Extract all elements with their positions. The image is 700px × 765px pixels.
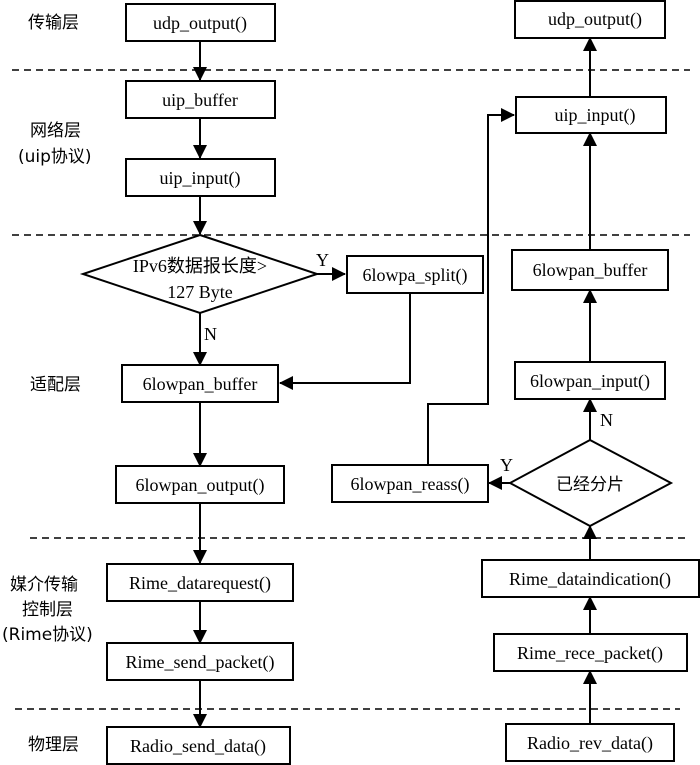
- layer-label-physical: 物理层: [28, 735, 79, 755]
- svg-text:Rime_datarequest(): Rime_datarequest(): [129, 573, 271, 594]
- send-rime-datarequest-node: Rime_datarequest(): [106, 563, 294, 602]
- recv-udp-output-node: udp_output(): [514, 0, 666, 39]
- recv-uip-input-node: uip_input(): [515, 96, 667, 134]
- svg-text:6lowpa_split(): 6lowpa_split(): [363, 265, 468, 286]
- arrow-reass-to-uip-input: [427, 108, 515, 465]
- recv-fragmented-decision: 已经分片: [507, 438, 674, 528]
- svg-text:uip_input(): uip_input(): [160, 168, 241, 189]
- svg-text:6lowpan_reass(): 6lowpan_reass(): [351, 474, 470, 495]
- recv-lowpan-input-node: 6lowpan_input(): [514, 361, 666, 400]
- svg-text:127 Byte: 127 Byte: [167, 282, 233, 302]
- recv-lowpan-buffer-node: 6lowpan_buffer: [511, 249, 669, 291]
- svg-text:udp_output(): udp_output(): [153, 13, 247, 34]
- svg-text:udp_output(): udp_output(): [548, 9, 642, 30]
- layer-label-adaptation: 适配层: [30, 375, 81, 395]
- send-rime-send-packet-node: Rime_send_packet(): [106, 642, 294, 681]
- send-uip-buffer-node: uip_buffer: [125, 80, 276, 119]
- send-lowpan-output-node: 6lowpan_output(): [115, 465, 285, 504]
- send-lowpan-buffer-node: 6lowpan_buffer: [121, 364, 279, 403]
- svg-text:6lowpan_buffer: 6lowpan_buffer: [143, 374, 258, 394]
- svg-text:Rime_dataindication(): Rime_dataindication(): [509, 569, 671, 590]
- decision-no-label: N: [204, 324, 217, 344]
- svg-text:Radio_rev_data(): Radio_rev_data(): [527, 733, 653, 754]
- send-uip-input-node: uip_input(): [125, 158, 276, 197]
- layer-label-network-protocol: (uip协议): [18, 147, 92, 167]
- recv-rime-rece-packet-node: Rime_rece_packet(): [493, 633, 688, 672]
- svg-text:Rime_send_packet(): Rime_send_packet(): [126, 652, 275, 673]
- arrow-split-to-lowpan-buffer: [279, 293, 411, 390]
- svg-text:IPv6数据报长度>: IPv6数据报长度>: [133, 256, 267, 276]
- svg-text:已经分片: 已经分片: [556, 475, 624, 495]
- layer-label-transport: 传输层: [28, 13, 79, 33]
- svg-text:Radio_send_data(): Radio_send_data(): [130, 736, 266, 757]
- svg-text:uip_buffer: uip_buffer: [162, 90, 238, 110]
- recv-radio-rev-data-node: Radio_rev_data(): [505, 723, 675, 762]
- recv-rime-dataindication-node: Rime_dataindication(): [481, 559, 700, 598]
- send-udp-output-node: udp_output(): [125, 3, 276, 42]
- send-radio-send-data-node: Radio_send_data(): [106, 726, 291, 765]
- layer-label-network: 网络层: [30, 121, 81, 141]
- send-length-decision: IPv6数据报长度> 127 Byte: [79, 233, 321, 315]
- recv-decision-no-label: N: [600, 410, 613, 430]
- svg-text:6lowpan_buffer: 6lowpan_buffer: [533, 260, 648, 280]
- send-split-node: 6lowpa_split(): [346, 255, 484, 294]
- svg-text:Rime_rece_packet(): Rime_rece_packet(): [517, 643, 663, 664]
- svg-text:uip_input(): uip_input(): [555, 105, 636, 126]
- layer-label-mac-protocol: (Rime协议): [2, 625, 93, 645]
- layer-label-mac-2: 控制层: [22, 600, 73, 620]
- recv-decision-yes-label: Y: [500, 455, 513, 475]
- decision-yes-label: Y: [316, 250, 329, 270]
- svg-text:6lowpan_input(): 6lowpan_input(): [530, 371, 650, 392]
- layer-label-mac: 媒介传输: [10, 575, 78, 595]
- svg-text:6lowpan_output(): 6lowpan_output(): [136, 475, 265, 496]
- recv-reass-node: 6lowpan_reass(): [331, 464, 489, 503]
